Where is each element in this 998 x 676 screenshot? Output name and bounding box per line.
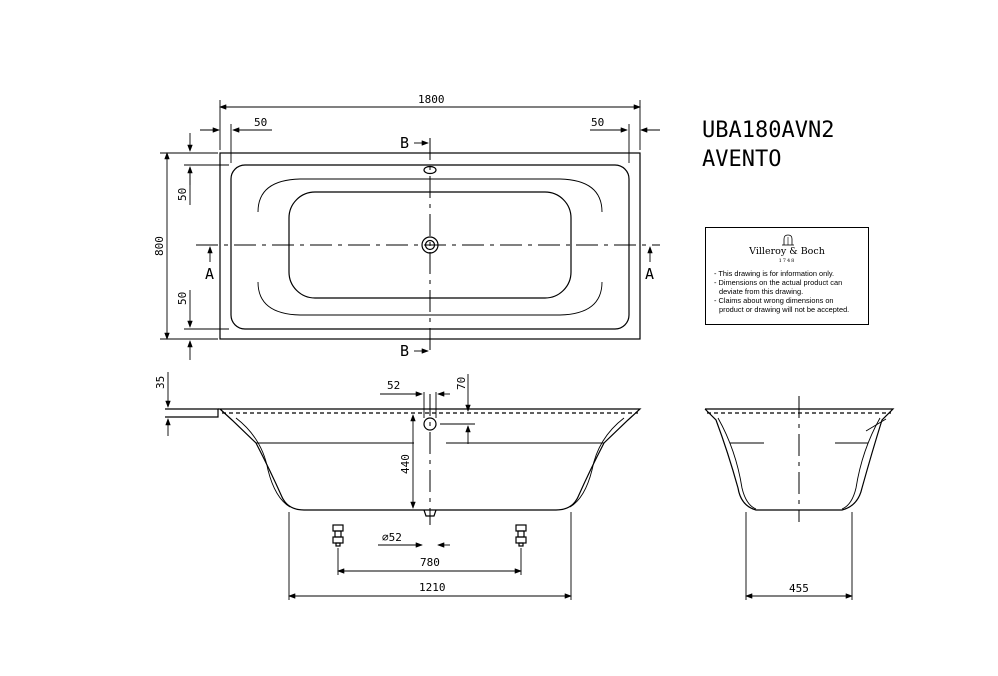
dim-rim-bottom: 50	[176, 292, 189, 305]
note-line: - Claims about wrong dimensions on	[714, 296, 834, 305]
section-b-bottom-label: B	[400, 342, 409, 360]
dim-overall-length: 1800	[418, 93, 445, 106]
dim-overall-width: 800	[153, 236, 166, 256]
front-section-dimensions: 35 52 70 440 ⌀52 780 1210	[154, 372, 572, 599]
dim-base-width: 455	[789, 582, 809, 595]
top-view	[196, 138, 660, 355]
dim-drain-diameter: ⌀52	[382, 531, 402, 544]
side-section: 455	[704, 396, 895, 600]
front-section	[165, 392, 642, 600]
section-a-right-label: A	[645, 265, 654, 283]
brand-logo-icon	[782, 234, 794, 246]
right-foot	[515, 524, 527, 547]
section-b-top-label: B	[400, 134, 409, 152]
note-line: - Dimensions on the actual product can	[714, 278, 843, 287]
brand-name: Villeroy & Boch	[749, 246, 825, 257]
dim-rim-left: 50	[254, 116, 267, 129]
note-line: - This drawing is for information only.	[714, 269, 835, 278]
dim-base-length: 1210	[419, 581, 446, 594]
section-a-left-label: A	[205, 265, 214, 283]
dim-overflow-height: 70	[455, 377, 468, 390]
section-markers: B B A A	[205, 134, 654, 360]
dim-rim-thickness: 35	[154, 376, 167, 389]
note-line: deviate from this drawing.	[719, 287, 804, 296]
top-view-dimensions: 1800 50 50 800 50 50	[153, 93, 660, 360]
brand-year: 1748	[778, 258, 796, 264]
info-box: Villeroy & Boch 1748 - This drawing is f…	[705, 227, 869, 325]
left-foot	[332, 524, 344, 547]
dim-depth: 440	[399, 454, 412, 474]
dim-overflow-offset: 52	[387, 379, 400, 392]
dim-rim-top: 50	[176, 188, 189, 201]
note-line: product or drawing will not be accepted.	[719, 305, 850, 314]
disclaimer-notes: - This drawing is for information only. …	[714, 269, 868, 314]
model-number: UBA180AVN2	[702, 118, 834, 143]
dim-feet-spacing: 780	[420, 556, 440, 569]
dim-rim-right: 50	[591, 116, 604, 129]
product-series: AVENTO	[702, 147, 781, 172]
